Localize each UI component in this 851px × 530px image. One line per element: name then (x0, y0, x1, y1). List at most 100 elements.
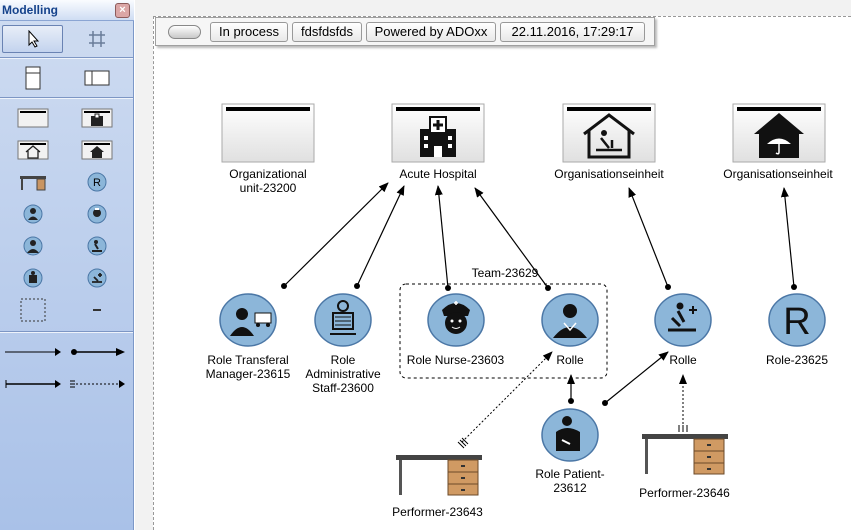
close-icon[interactable]: × (115, 3, 130, 18)
shelter-unit-shape[interactable] (732, 103, 826, 163)
note-icon (92, 309, 101, 311)
horizontal-swimlane-button[interactable] (66, 63, 127, 93)
model-canvas[interactable] (153, 16, 851, 530)
role-administrative-staff[interactable] (314, 293, 372, 347)
vertical-swimlane-button[interactable] (2, 63, 63, 93)
arrow-icon (4, 348, 61, 356)
performer-desk-2[interactable] (642, 434, 728, 475)
role-r-icon: R (87, 172, 106, 192)
nurse-icon (442, 301, 470, 334)
doctor-role-tool-button[interactable] (2, 232, 63, 260)
care-unit-tool-button[interactable] (2, 136, 63, 164)
hospital-icon (81, 108, 112, 128)
org-unit-tool-button[interactable] (2, 104, 63, 132)
palette-separator (0, 97, 133, 99)
bar-arrow-icon (5, 380, 61, 388)
team-box[interactable] (399, 283, 608, 379)
nurse-role-icon (87, 204, 106, 224)
palette-separator (0, 57, 133, 59)
relations (283, 182, 795, 404)
role-patient[interactable] (541, 408, 599, 462)
modelling-palette: Modelling × R (0, 0, 134, 530)
palette-separator (0, 331, 133, 333)
model-header-box[interactable]: In process fdsfdsfds Powered by ADOxx 22… (155, 17, 655, 46)
powered-by-label: Powered by ADOxx (366, 22, 496, 42)
dashed-arrow-icon (69, 380, 125, 388)
role-nurse-label: Role Nurse-23603 (406, 353, 505, 367)
shelter-unit-label: Organisationseinheit (723, 167, 833, 181)
doctor-role-icon (23, 236, 42, 256)
care-role-icon (87, 268, 106, 288)
performer-links (461, 351, 687, 443)
desk-tool-button[interactable] (2, 168, 63, 196)
palette-title-bar: Modelling × (0, 0, 134, 21)
org-unit-icon (17, 108, 48, 128)
team-label: Team-23629 (471, 266, 539, 280)
care-unit-label: Organisationseinheit (554, 167, 664, 181)
patient-role-tool-button[interactable] (2, 264, 63, 292)
performer-desk-1[interactable] (396, 455, 482, 496)
role-rolle2-label: Rolle (669, 353, 697, 367)
model-name-label: fdsfdsfds (292, 22, 362, 42)
role-transferal-manager[interactable] (219, 293, 277, 347)
role-r-label: Role-23625 (765, 353, 829, 367)
role-generic-r[interactable]: R (768, 293, 826, 347)
status-indicator-icon (168, 25, 201, 39)
performer1-label: Performer-23643 (392, 505, 483, 519)
caregiver-icon (668, 302, 697, 332)
role-rolle-doctor[interactable] (541, 293, 599, 347)
note-tool-button[interactable] (66, 296, 127, 324)
shelter-home-icon (81, 140, 112, 160)
performer-arrow-button[interactable] (66, 372, 127, 396)
patient-role-icon (23, 268, 42, 288)
role-rolle-caregiver[interactable] (654, 293, 712, 347)
hospital-unit-tool-button[interactable] (66, 104, 127, 132)
hospital-unit-shape[interactable] (391, 103, 485, 163)
manager-icon (230, 308, 272, 336)
role-nurse[interactable] (427, 293, 485, 347)
grid-icon (88, 31, 105, 47)
status-label: In process (210, 22, 288, 42)
performer-link-ticks (457, 425, 688, 449)
care-home-icon (583, 113, 635, 159)
hospital-unit-label: Acute Hospital (399, 167, 477, 181)
flow-arrow-button[interactable] (2, 372, 63, 396)
org-unit-shape[interactable] (221, 103, 315, 163)
team-dashed-icon (20, 298, 45, 322)
care-home-icon (17, 140, 48, 160)
relation-endpoints (281, 283, 797, 406)
pointer-icon (28, 30, 39, 48)
horizontal-lane-icon (84, 70, 109, 86)
generic-role-tool-button[interactable]: R (66, 168, 127, 196)
assignment-arrow-button[interactable] (66, 340, 127, 364)
select-tool-button[interactable] (2, 25, 63, 53)
performer2-label: Performer-23646 (639, 486, 730, 500)
care-unit-shape[interactable] (562, 103, 656, 163)
swimlane-grid-tool-button[interactable] (66, 25, 127, 53)
desk-icon (19, 176, 46, 191)
timestamp-label: 22.11.2016, 17:29:17 (500, 22, 645, 42)
vertical-lane-icon (25, 66, 40, 90)
nurse-role-tool-button[interactable] (66, 200, 127, 228)
dot-arrow-icon (70, 348, 125, 356)
shelter-unit-tool-button[interactable] (66, 136, 127, 164)
manager-role-tool-button[interactable] (2, 200, 63, 228)
caregiver-role-tool-button[interactable] (66, 232, 127, 260)
shelter-home-icon (754, 113, 804, 158)
role-rolle1-label: Rolle (556, 353, 584, 367)
doctor-icon (553, 304, 587, 338)
team-tool-button[interactable] (2, 296, 63, 324)
patient-icon (556, 416, 580, 451)
relation-arrow-button[interactable] (2, 340, 63, 364)
palette-title: Modelling (2, 3, 58, 17)
care-role-tool-button[interactable] (66, 264, 127, 292)
caregiver-role-icon (87, 236, 106, 256)
hospital-icon (420, 116, 456, 157)
manager-role-icon (23, 204, 42, 224)
admin-icon (330, 300, 356, 335)
role-patient-label: Role Patient-23612 (535, 467, 605, 495)
